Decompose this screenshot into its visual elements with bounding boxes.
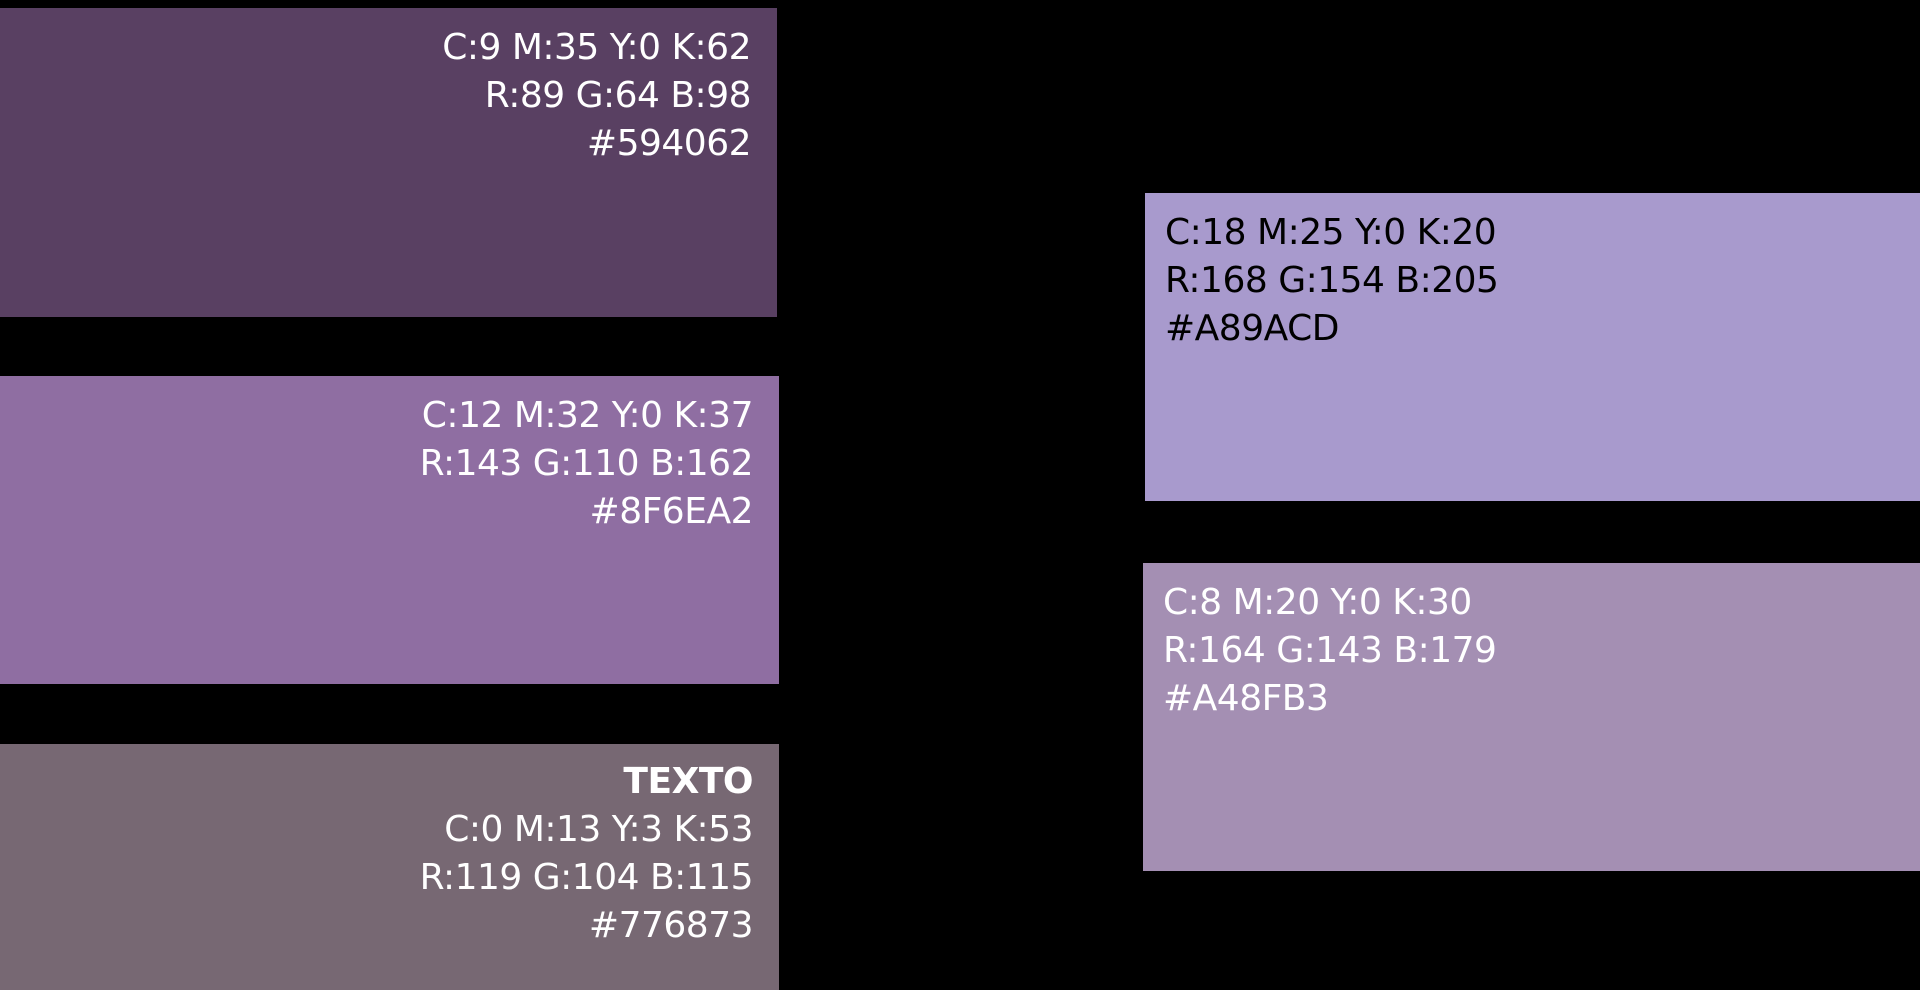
swatch-text: C:12 M:32 Y:0 K:37 R:143 G:110 B:162 #8F… <box>419 392 754 536</box>
cmyk-value: C:18 M:25 Y:0 K:20 <box>1165 212 1497 253</box>
rgb-value: R:89 G:64 B:98 <box>484 75 752 116</box>
swatch-text-mauve: TEXTO C:0 M:13 Y:3 K:53 R:119 G:104 B:11… <box>0 744 779 990</box>
swatch-title: TEXTO <box>623 761 753 802</box>
hex-value: #594062 <box>586 123 752 164</box>
rgb-value: R:143 G:110 B:162 <box>419 443 754 484</box>
swatch-text: TEXTO C:0 M:13 Y:3 K:53 R:119 G:104 B:11… <box>419 758 754 950</box>
swatch-text: C:18 M:25 Y:0 K:20 R:168 G:154 B:205 #A8… <box>1165 209 1499 353</box>
swatch-dusty-lilac: C:8 M:20 Y:0 K:30 R:164 G:143 B:179 #A48… <box>1143 563 1920 871</box>
cmyk-value: C:0 M:13 Y:3 K:53 <box>444 809 753 850</box>
rgb-value: R:168 G:154 B:205 <box>1165 260 1499 301</box>
swatch-dark-purple: C:9 M:35 Y:0 K:62 R:89 G:64 B:98 #594062 <box>0 8 777 317</box>
rgb-value: R:119 G:104 B:115 <box>419 857 754 898</box>
swatch-text: C:9 M:35 Y:0 K:62 R:89 G:64 B:98 #594062 <box>442 24 751 168</box>
cmyk-value: C:8 M:20 Y:0 K:30 <box>1163 582 1472 623</box>
cmyk-value: C:9 M:35 Y:0 K:62 <box>442 27 751 68</box>
cmyk-value: C:12 M:32 Y:0 K:37 <box>421 395 754 436</box>
hex-value: #776873 <box>588 905 754 946</box>
rgb-value: R:164 G:143 B:179 <box>1163 630 1497 671</box>
swatch-medium-purple: C:12 M:32 Y:0 K:37 R:143 G:110 B:162 #8F… <box>0 376 779 684</box>
swatch-lavender: C:18 M:25 Y:0 K:20 R:168 G:154 B:205 #A8… <box>1145 193 1920 501</box>
hex-value: #A89ACD <box>1165 308 1339 349</box>
swatch-text: C:8 M:20 Y:0 K:30 R:164 G:143 B:179 #A48… <box>1163 579 1497 723</box>
hex-value: #8F6EA2 <box>589 491 754 532</box>
hex-value: #A48FB3 <box>1163 678 1329 719</box>
